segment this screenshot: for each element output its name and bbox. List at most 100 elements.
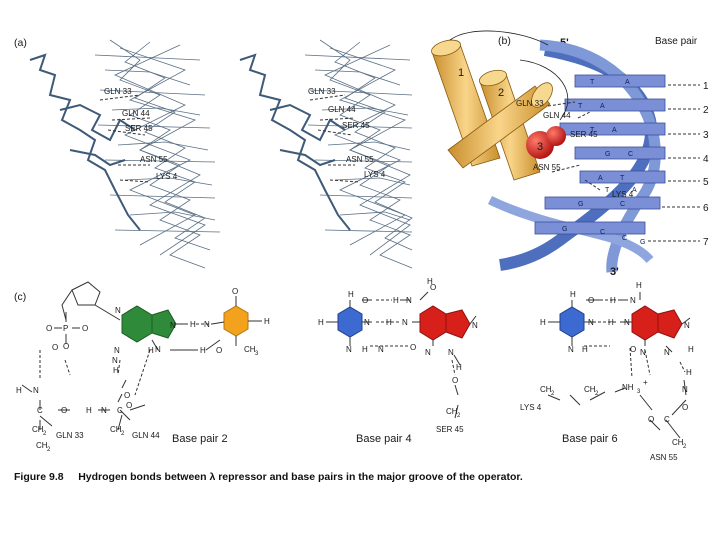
purine-green <box>121 305 153 343</box>
svg-text:CH: CH <box>540 385 552 394</box>
svg-text:2: 2 <box>683 444 687 450</box>
svg-text:H: H <box>686 368 692 377</box>
svg-text:H: H <box>608 318 614 327</box>
label-lys4-right: LYS 4 <box>364 170 386 179</box>
slab-6 <box>544 196 661 210</box>
panel-c-label: (c) <box>14 291 26 303</box>
base-pair-2-label: Base pair 2 <box>172 433 228 445</box>
svg-text:C: C <box>622 235 627 242</box>
svg-text:P: P <box>63 324 68 333</box>
residue-ser45-b: SER 45 <box>570 130 598 139</box>
figure-caption: Figure 9.8 Hydrogen bonds between λ repr… <box>14 471 523 483</box>
slab-1 <box>574 74 666 88</box>
svg-text:N: N <box>114 346 120 355</box>
pyrimidine-blue <box>337 306 363 338</box>
svg-text:O: O <box>61 406 67 415</box>
svg-text:N: N <box>101 406 107 415</box>
purine-red-6-ring2 <box>657 309 683 339</box>
label-asn55-right: ASN 55 <box>346 155 374 164</box>
svg-text:O: O <box>630 345 636 354</box>
helix-label-1: 1 <box>458 67 464 79</box>
svg-text:N: N <box>112 356 118 365</box>
helix-label-3: 3 <box>537 141 543 153</box>
svg-text:H: H <box>610 296 616 305</box>
svg-text:N: N <box>406 296 412 305</box>
figure-number: Figure 9.8 <box>14 471 64 483</box>
pyrimidine-orange <box>223 305 249 337</box>
svg-text:2: 2 <box>703 105 709 116</box>
panel-a: (a) GLN 33 GLN 44 SER 45 ASN 55 LYS 4 <box>14 37 413 269</box>
helix-recognition-cross <box>447 82 553 169</box>
svg-text:H: H <box>540 318 546 327</box>
svg-text:H: H <box>362 345 368 354</box>
svg-text:N: N <box>472 321 478 330</box>
svg-text:N: N <box>684 321 690 330</box>
svg-text:A: A <box>600 103 605 110</box>
residue-ser45-c: SER 45 <box>436 425 464 434</box>
svg-text:N: N <box>364 318 370 327</box>
loop-connector <box>449 30 569 121</box>
svg-text:H: H <box>86 406 92 415</box>
stereo-left: GLN 33 GLN 44 SER 45 ASN 55 LYS 4 <box>29 39 221 269</box>
svg-text:3: 3 <box>637 389 641 395</box>
residue-asn55-b: ASN 55 <box>533 163 561 172</box>
svg-text:2: 2 <box>551 391 555 397</box>
svg-text:2: 2 <box>121 431 125 437</box>
svg-text:O: O <box>63 342 69 351</box>
svg-text:C: C <box>628 151 633 158</box>
svg-text:O: O <box>648 415 654 424</box>
svg-text:O: O <box>362 296 368 305</box>
svg-text:N: N <box>630 296 636 305</box>
panel-c: (c) O P O O H N C <box>14 277 694 462</box>
stereo-right: GLN 33 GLN 44 SER 45 ASN 55 LYS 4 <box>239 39 413 269</box>
slab-2 <box>564 98 666 112</box>
svg-text:N: N <box>170 321 176 330</box>
svg-text:H: H <box>264 317 270 326</box>
purine-red-6 <box>631 305 659 341</box>
label-gln44-left: GLN 44 <box>122 109 150 118</box>
residue-gln33-b: GLN 33 <box>516 99 544 108</box>
svg-text:CH: CH <box>672 438 684 447</box>
svg-text:NH: NH <box>622 383 634 392</box>
svg-text:CH: CH <box>584 385 596 394</box>
svg-text:H: H <box>190 320 196 329</box>
svg-text:H: H <box>393 296 399 305</box>
svg-text:4: 4 <box>703 154 709 165</box>
svg-text:1: 1 <box>703 81 709 92</box>
dna-backbone-ribbon-2 <box>539 39 661 273</box>
svg-text:C: C <box>664 415 670 424</box>
base-pair-4: H O H N H H N N H N O N N H O CH 2 H O N <box>318 277 478 445</box>
pair6-atoms: H O H N H H N N H N O N N H CH 2 CH 2 NH… <box>540 281 694 450</box>
helix-label-2: 2 <box>498 87 504 99</box>
residue-asn55-c: ASN 55 <box>650 453 678 462</box>
base-pair-2: O P O O H N C O CH 2 H N C O CH 2 CH 2 N… <box>16 281 270 453</box>
svg-text:T: T <box>590 79 595 86</box>
svg-text:C: C <box>117 406 123 415</box>
purine-red-ring2 <box>445 309 471 339</box>
protein-backbone-left <box>29 53 141 231</box>
svg-text:N: N <box>682 385 688 394</box>
figure-caption-text: Hydrogen bonds between λ repressor and b… <box>78 471 523 483</box>
svg-text:O: O <box>46 324 52 333</box>
svg-text:C: C <box>620 201 625 208</box>
slab-4 <box>574 146 666 160</box>
svg-text:2: 2 <box>595 391 599 397</box>
svg-text:H: H <box>386 318 392 327</box>
label-gln33-left: GLN 33 <box>104 87 132 96</box>
residue-gln33-c: GLN 33 <box>56 431 84 440</box>
svg-text:N: N <box>33 386 39 395</box>
protein-backbone-right <box>239 53 351 231</box>
svg-text:N: N <box>346 345 352 354</box>
base-slabs <box>534 74 666 235</box>
svg-text:H: H <box>582 345 588 354</box>
svg-text:O: O <box>588 296 594 305</box>
slab-7 <box>534 221 646 235</box>
slab-5 <box>579 170 666 184</box>
svg-text:C: C <box>600 229 605 236</box>
residue-gln44-c: GLN 44 <box>132 431 160 440</box>
svg-text:H: H <box>113 366 119 375</box>
svg-text:O: O <box>452 376 458 385</box>
label-gln33-right: GLN 33 <box>308 87 336 96</box>
label-ser45-right: SER 45 <box>342 121 370 130</box>
